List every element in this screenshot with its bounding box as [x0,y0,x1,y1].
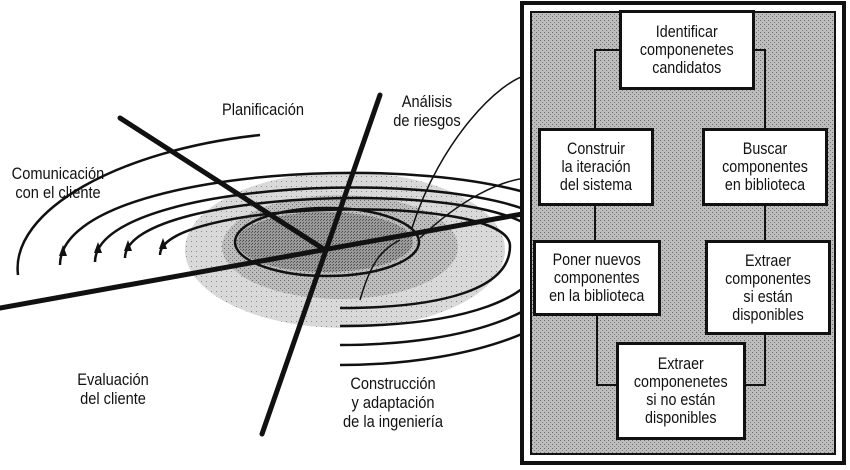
arrow-up-icon [124,240,132,251]
box-buscar-text: Buscar componentes en biblioteca [722,139,808,194]
box-buscar-componentes: Buscar componentes en biblioteca [702,128,828,206]
process-flow-lines [594,49,766,386]
axis-horizontal [0,210,531,311]
box-construir-iteracion: Construir la iteración del sistema [538,128,654,206]
label-comunicacion-cliente: Comunicación con el cliente [11,164,105,202]
spiral-ring-4 [158,208,512,310]
label-construccion-adaptacion: Construcción y adaptación de la ingenier… [342,374,443,431]
panel-connectors [359,74,529,301]
spiral-arrows [59,238,167,256]
label-planificacion: Planificación [221,100,305,119]
box-identificar-text: Identificar componenetes candidatos [640,22,734,77]
spiral-ring-outer-left [16,133,261,276]
connector-line [359,239,401,301]
connector-line [419,177,529,239]
box-extraer-no-disponibles: Extraer componenetes si no están disponi… [616,342,746,440]
flow-line [596,312,618,386]
box-poner-nuevos: Poner nuevos componentes en la bibliotec… [533,240,661,316]
label-analisis-riesgos: Análisis de riesgos [393,92,461,130]
box-extraer-no-disponibles-text: Extraer componenetes si no están disponi… [634,354,728,427]
spiral-ring-inner [233,206,421,278]
box-construir-text: Construir la iteración del sistema [559,139,633,194]
flow-line [753,49,766,132]
arrow-up-icon [59,245,67,256]
flow-line [742,330,766,386]
arrow-up-icon [94,242,102,253]
connector-line [411,74,529,229]
flow-line [594,49,621,132]
quadrant-axes [0,92,531,437]
box-extraer-disponibles-text: Extraer componentes si están disponibles [725,250,811,324]
box-extraer-disponibles: Extraer componentes si están disponibles [705,240,831,335]
label-evaluacion-cliente: Evaluación del cliente [77,370,149,408]
axis-vertical [259,92,383,437]
arrow-up-icon [159,238,167,249]
box-identificar-componentes: Identificar componenetes candidatos [619,10,755,90]
axis-diagonal [117,115,325,251]
box-poner-text: Poner nuevos componentes en la bibliotec… [549,250,645,305]
